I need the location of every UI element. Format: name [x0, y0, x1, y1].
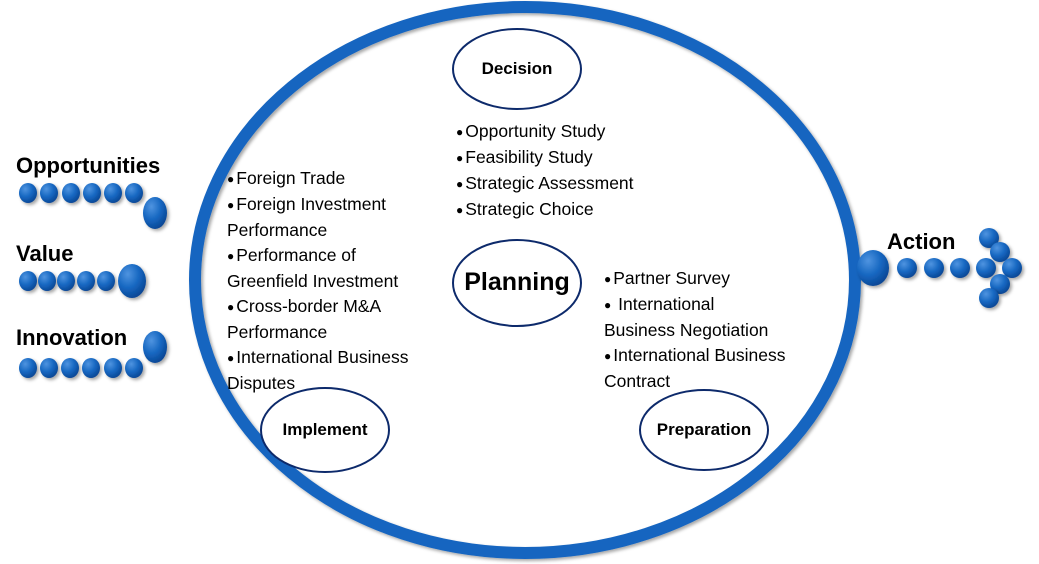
- value-bead: [118, 264, 146, 298]
- preparation-list-item: ●Partner Survey: [604, 268, 730, 288]
- innovation-bead: [143, 331, 167, 363]
- action-bead: [1002, 258, 1022, 278]
- decision-list-item: ●Opportunity Study: [456, 121, 606, 141]
- action-bead: [990, 274, 1010, 294]
- decision-list-item: ●Strategic Choice: [456, 199, 594, 219]
- action-bead: [857, 250, 889, 286]
- action-bead: [979, 288, 999, 308]
- planning-label: Planning: [464, 268, 570, 296]
- value-bead: [97, 271, 115, 291]
- innovation-bead: [61, 358, 79, 378]
- action-bead: [897, 258, 917, 278]
- innovation-bead: [19, 358, 37, 378]
- decision-list-item: ●Feasibility Study: [456, 147, 593, 167]
- input-label-opportunities: Opportunities: [16, 153, 161, 178]
- action-bead: [950, 258, 970, 278]
- action-bead: [924, 258, 944, 278]
- opportunities-bead: [143, 197, 167, 229]
- implement-label: Implement: [282, 420, 368, 439]
- opportunities-bead: [19, 183, 37, 203]
- opportunities-bead: [125, 183, 143, 203]
- bead-arrows: [19, 183, 1022, 378]
- planning-node: [452, 239, 582, 327]
- implement-list-item: ●Foreign Trade: [227, 168, 346, 188]
- decision-list-item: ●Strategic Assessment: [456, 173, 634, 193]
- preparation-label: Preparation: [656, 420, 752, 439]
- input-label-value: Value: [16, 241, 74, 266]
- value-bead: [19, 271, 37, 291]
- action-bead: [976, 258, 996, 278]
- innovation-bead: [82, 358, 100, 378]
- innovation-bead: [104, 358, 122, 378]
- main-ring: [189, 1, 861, 559]
- action-bead: [990, 242, 1010, 262]
- opportunities-bead: [104, 183, 122, 203]
- decision-node: [452, 28, 582, 110]
- value-bead: [77, 271, 95, 291]
- decision-label: Decision: [481, 59, 553, 78]
- input-label-innovation: Innovation: [16, 325, 128, 350]
- action-bead: [979, 228, 999, 248]
- opportunities-bead: [40, 183, 58, 203]
- opportunities-bead: [62, 183, 80, 203]
- value-bead: [38, 271, 56, 291]
- preparation-node: [639, 389, 769, 471]
- decision-list: ●Opportunity Study ●Feasibility Study ●Str…: [456, 119, 634, 223]
- innovation-bead: [40, 358, 58, 378]
- opportunities-bead: [83, 183, 101, 203]
- innovation-bead: [125, 358, 143, 378]
- value-bead: [57, 271, 75, 291]
- output-label-action: Action: [887, 229, 956, 254]
- implement-node: [260, 387, 390, 473]
